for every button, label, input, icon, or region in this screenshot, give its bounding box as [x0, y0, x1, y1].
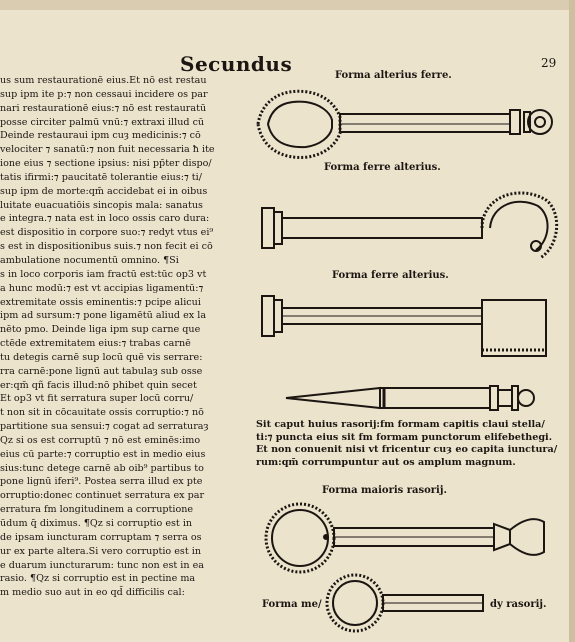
text-line: t non sit in cōcauitate ossis corruptio:… — [0, 407, 204, 419]
hook-saw-illustration — [261, 191, 559, 260]
text-line: pone lignū iferi⁹. Postea serra illud ex… — [0, 476, 203, 488]
text-line: velociter ⁊ sanatū:⁊ non fuit necessaria… — [0, 144, 215, 156]
text-line: er:qm̄ qñ facis illud:nō phibet quin sec… — [0, 379, 197, 391]
text-line: eius cū parte:⁊ corruptio est in medio e… — [0, 448, 206, 460]
text-line: nēto pmo. Deinde liga ipm sup carne que — [0, 324, 201, 336]
rasorium-knife-illustration — [285, 385, 535, 411]
text-line: s est in dispositionibus suis.⁊ non feci… — [0, 241, 213, 253]
paragraph-line: ti:⁊ puncta eius sit fm formam punctorum… — [256, 431, 553, 443]
text-line: orruptio:donec continuet serratura ex pa… — [0, 490, 205, 502]
rasorium-description-paragraph: Sit caput huius rasorij:fm formam capiti… — [256, 419, 568, 469]
text-line: Et op3 vt fit serratura super locū corru… — [0, 393, 194, 405]
text-line: e integra.⁊ nata est in loco ossis caro … — [0, 213, 210, 225]
caption-forma-medij-rasorij-part1: Forma me/ — [262, 599, 322, 610]
caption-forma-ferre-alterius-2: Forma ferre alterius. — [332, 270, 449, 281]
caption-forma-ferre-alterius-1: Forma ferre alterius. — [324, 162, 441, 173]
text-line: posse circiter palmū vnū:⁊ extraxi illud… — [0, 116, 205, 128]
text-line: ambulatione nocumentū omnino. ¶Si — [0, 254, 179, 266]
text-line: m medio suo aut in eo qd̄ difficilis cal… — [0, 587, 185, 599]
text-line: tu detegis carnē sup locū quē vis serrar… — [0, 351, 203, 363]
text-line: luitate euacuatiōis sincopis mala: sanat… — [0, 199, 203, 211]
text-line: sup ipm ite p:⁊ non cessaui incidere os … — [0, 88, 208, 100]
paragraph-line: Sit caput huius rasorij:fm formam capiti… — [256, 419, 545, 430]
page-header-title: Secundus — [180, 52, 293, 76]
text-line: est dispositio in corpore suo:⁊ redyt vt… — [0, 227, 214, 239]
page-top-edge — [0, 0, 575, 10]
paragraph-line: rum:qm̄ corrumpuntur aut os amplum magnu… — [256, 456, 516, 468]
text-line: e duarum iuncturarum: tunc non est in ea — [0, 559, 204, 571]
caption-forma-alterius-ferre: Forma alterius ferre. — [335, 70, 452, 81]
text-line: ctēde extremitatem eius:⁊ trabas carnē — [0, 338, 191, 350]
page-right-edge — [569, 0, 575, 642]
text-line: Deinde restauraui ipm cuȝ medicinis:⁊ cō — [0, 130, 201, 142]
text-line: ione eius ⁊ sectione ipsius: nisi pp̄ter… — [0, 158, 212, 170]
caption-forma-maioris-rasorij: Forma maioris rasorij. — [322, 485, 447, 496]
large-rasorium-illustration — [264, 502, 545, 574]
text-line: ur ex parte altera.Si vero corruptio est… — [0, 545, 202, 557]
text-line: de ipsam iuncturam corruptam ⁊ serra os — [0, 531, 202, 543]
text-line: extremitate ossis eminentis:⁊ pcipe alic… — [0, 296, 201, 308]
medium-rasorium-illustration — [325, 573, 484, 633]
text-line: erratura fm longitudinem a corruptione — [0, 504, 194, 516]
caption-forma-medij-rasorij-part2: dy rasorij. — [490, 599, 547, 610]
folio-number: 29 — [541, 56, 557, 70]
text-line: ūdum q̄ diximus. ¶Qz si corruptio est in — [0, 518, 193, 529]
text-line: us sum restaurationē eius.Et nō est rest… — [0, 75, 207, 86]
text-line: tatis ifirmi:⁊ paucitatē tolerantie eius… — [0, 171, 202, 183]
text-line: sup ipm de morte:qm̄ accidebat ei in oib… — [0, 185, 208, 197]
paragraph-line: Et non conuenit nisi vt fricentur cuȝ eo… — [256, 444, 558, 456]
text-line: partitione sua sensui:⁊ cogat ad serratu… — [0, 421, 209, 433]
text-line: rra carnē:pone lignū aut tabulaȝ sub oss… — [0, 365, 203, 377]
frame-saw-illustration — [261, 295, 547, 357]
text-line: nari restaurationē eius:⁊ nō est restaur… — [0, 102, 207, 114]
text-line: Qz si os est corruptū ⁊ nō est eminēs:im… — [0, 434, 201, 446]
text-line: a hunc modū:⁊ est vt accipias ligamentū:… — [0, 282, 204, 294]
oval-saw-illustration — [256, 89, 553, 159]
left-text-column: us sum restaurationē eius.Et nō est rest… — [0, 74, 252, 600]
text-line: ipm ad sursum:⁊ pone ligamētū aliud ex l… — [0, 310, 207, 322]
text-line: s in loco corporis iam fractū est:tūc op… — [0, 268, 207, 280]
text-line: rasio. ¶Qz si corruptio est in pectine m… — [0, 573, 196, 585]
text-line: sius:tunc detege carnē ab oib⁹ partibus … — [0, 462, 204, 474]
